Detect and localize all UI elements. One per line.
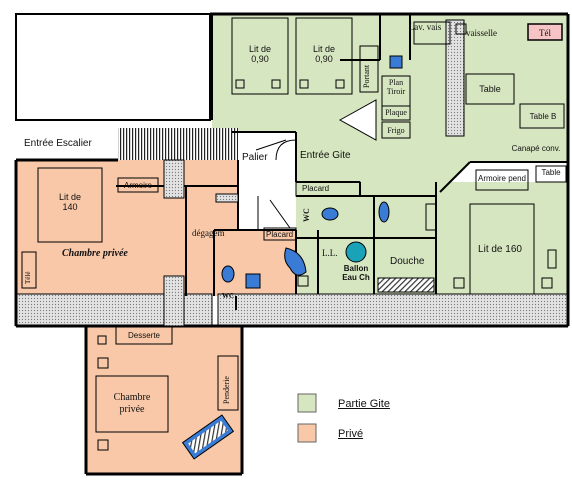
lav-vais-label: Lav. vais — [408, 22, 442, 32]
wc-2-label: WC — [222, 292, 235, 300]
tel-box — [527, 23, 563, 41]
kitchen-counter — [445, 19, 465, 137]
legend-prive-label: Privé — [338, 428, 364, 440]
outside-block — [15, 13, 211, 121]
shower-icon — [378, 201, 390, 223]
desserte-label: Desserte — [127, 331, 161, 340]
plaque-label: Plaque — [385, 108, 407, 117]
bathtub-icon — [284, 247, 307, 276]
frigo-label: Frigo — [387, 126, 405, 135]
degagem-label: dégagem — [192, 228, 225, 238]
washbasin-icon — [245, 273, 261, 289]
douche-label: Douche — [390, 256, 425, 267]
rug-icon — [181, 414, 235, 460]
legend-gite-label: Partie Gite — [338, 398, 390, 410]
legend-swatch-gite — [297, 393, 317, 413]
walls — [14, 12, 570, 476]
tel-label: Tél — [539, 28, 551, 38]
penderie-label: Penderie — [222, 376, 231, 404]
placard-2-label: Placard — [266, 230, 294, 239]
stairs — [118, 128, 238, 160]
toilet-icon — [321, 207, 339, 221]
chambre-privee-2-label: Chambre privée — [113, 392, 151, 415]
placard-1-label: Placard — [302, 184, 330, 193]
entree-escalier-label: Entrée Escalier — [24, 138, 92, 149]
inner-walls — [116, 14, 568, 310]
sink-icon — [389, 55, 403, 69]
ll-label: L.L. — [322, 248, 338, 258]
toilet-2-icon — [221, 265, 235, 283]
doors — [255, 99, 377, 230]
table-r-label: Table — [541, 168, 561, 177]
plan-tiroir-label: Plan Tiroir — [386, 78, 406, 97]
ballon-label: Ballon Eau Ch — [342, 264, 370, 283]
lit-090-a-label: Lit de 0,90 — [248, 44, 272, 65]
table-b-label: Table B — [529, 112, 557, 121]
entree-gite-label: Entrée Gite — [300, 150, 351, 161]
armoire-label: Armoire — [123, 181, 153, 190]
wc-1-label: WC — [302, 208, 311, 222]
palier-label: Palier — [242, 152, 268, 163]
legend-swatch-prive — [297, 423, 317, 443]
table-label: Table — [479, 84, 501, 94]
tele-label: Télé — [24, 271, 32, 284]
portant-label: Portant — [362, 64, 371, 88]
furniture — [21, 17, 567, 451]
armoire-pend-label: Armoire pend — [477, 174, 527, 183]
lit-160-label: Lit de 160 — [478, 244, 522, 255]
vaisselle-label: vaisselle — [466, 28, 497, 38]
lit-090-b-label: Lit de 0,90 — [312, 44, 336, 65]
boiler-icon — [345, 241, 367, 263]
gite-zone — [212, 14, 568, 294]
bottom-wall-right — [217, 293, 569, 327]
lit-140-label: Lit de 140 — [58, 192, 82, 213]
canape-label: Canapé conv. — [511, 144, 561, 153]
chambre-privee-1-label: Chambre privée — [62, 248, 128, 259]
